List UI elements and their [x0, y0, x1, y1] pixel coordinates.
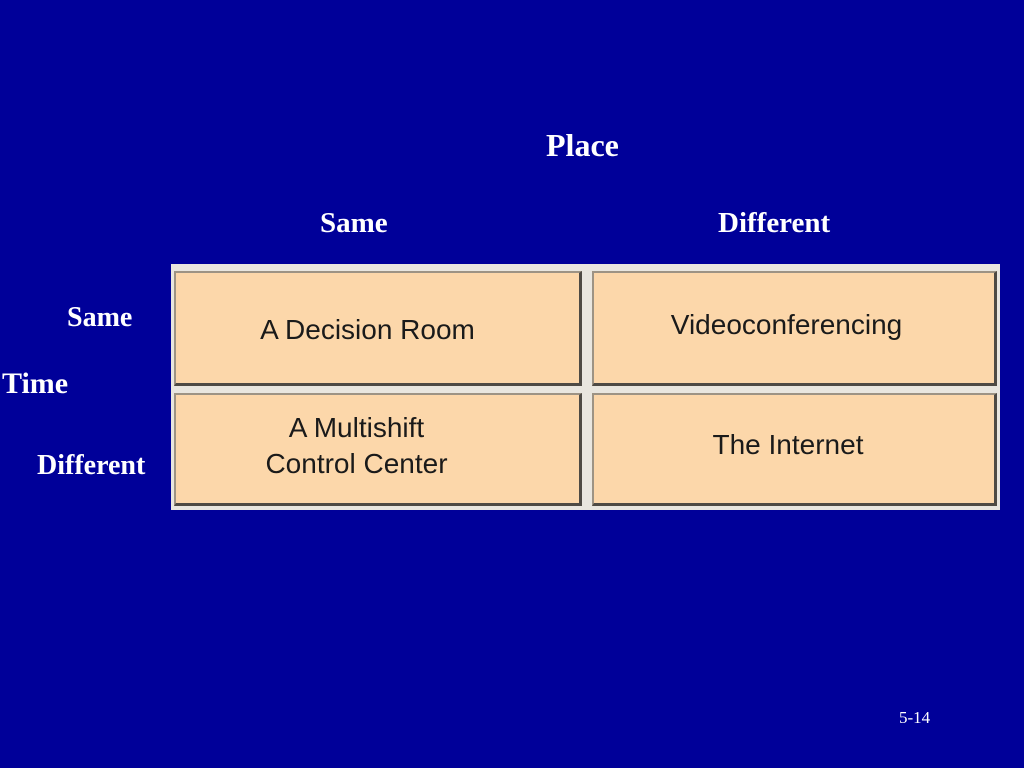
- slide-number: 5-14: [899, 708, 931, 727]
- cell-label: A Decision Room: [260, 313, 475, 345]
- column-header-same: Same: [320, 207, 388, 239]
- time-place-matrix: A Decision Room Videoconferencing A Mult…: [171, 264, 1000, 510]
- cell-label: The Internet: [712, 428, 864, 460]
- cell-label: Videoconferencing: [670, 308, 903, 340]
- place-axis-label: Place: [546, 127, 619, 163]
- row-header-same: Same: [67, 302, 133, 333]
- cell-label: A Multishift Control Center: [265, 411, 448, 479]
- column-header-different: Different: [718, 207, 831, 239]
- matrix-cell-different-time-same-place: A Multishift Control Center: [174, 393, 582, 506]
- matrix-cell-same-time-different-place: Videoconferencing: [592, 271, 997, 386]
- time-axis-label: Time: [2, 367, 69, 400]
- row-header-different: Different: [37, 450, 146, 481]
- matrix-cell-same-time-same-place: A Decision Room: [174, 271, 582, 386]
- matrix-cell-different-time-different-place: The Internet: [592, 393, 997, 506]
